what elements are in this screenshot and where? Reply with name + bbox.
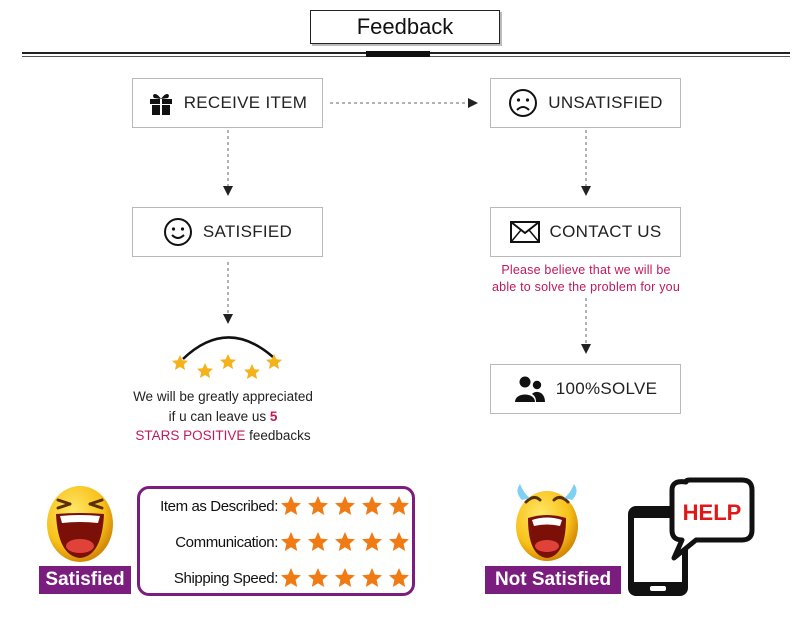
appreciation-feedbacks: feedbacks: [245, 428, 311, 443]
rating-stars: [280, 531, 410, 553]
star-icon: [335, 568, 355, 587]
star-icon: [308, 496, 328, 515]
unsatisfied-box: UNSATISFIED: [490, 78, 681, 128]
contact-note-line2: able to solve the problem for you: [492, 280, 680, 294]
envelope-icon: [509, 221, 540, 243]
rating-stars: [280, 495, 410, 517]
star-icon: [389, 532, 409, 551]
star-icon: [389, 568, 409, 587]
phone-help-icon: HELP: [628, 477, 755, 596]
appreciation-stars-positive: STARS POSITIVE: [135, 428, 246, 443]
rating-row-item-described: Item as Described:: [140, 493, 412, 521]
appreciation-line1: We will be greatly appreciated: [133, 389, 313, 404]
star-icon: [308, 568, 328, 587]
appreciation-five: 5: [269, 408, 278, 424]
contact-note-line1: Please believe that we will be: [501, 263, 671, 277]
header-divider-accent: [366, 51, 430, 57]
satisfied-box: SATISFIED: [132, 207, 323, 257]
gift-icon: [149, 93, 172, 115]
rating-row-shipping-speed: Shipping Speed:: [140, 565, 412, 593]
star-icon: [281, 496, 301, 515]
star-icon: [172, 355, 188, 370]
star-icon: [281, 568, 301, 587]
appreciation-line3: STARS POSITIVE feedbacks: [103, 426, 343, 446]
contact-us-label: CONTACT US: [549, 222, 662, 241]
star-icon: [335, 496, 355, 515]
rating-row-communication: Communication:: [140, 529, 412, 557]
crying-face-icon: [516, 484, 578, 561]
rating-label: Communication:: [175, 534, 278, 551]
star-icon: [362, 568, 382, 587]
rating-label: Item as Described:: [160, 498, 278, 515]
star-icon: [362, 532, 382, 551]
star-icon: [266, 354, 282, 369]
unsatisfied-label: UNSATISFIED: [548, 93, 663, 112]
solve-box: 100%SOLVE: [490, 364, 681, 414]
star-icon: [244, 364, 260, 379]
help-text: HELP: [683, 500, 742, 525]
rating-stars: [280, 567, 410, 589]
receive-item-box: RECEIVE ITEM: [132, 78, 323, 128]
star-arc: [172, 336, 282, 379]
star-icon: [197, 363, 213, 378]
not-satisfied-tag-label: Not Satisfied: [494, 569, 612, 590]
star-icon: [281, 532, 301, 551]
satisfied-tag: Satisfied: [39, 566, 131, 594]
laughing-face-icon: [47, 486, 113, 562]
rating-label: Shipping Speed:: [173, 570, 278, 587]
page-title-box: Feedback: [310, 10, 500, 44]
smile-face-icon: [163, 218, 192, 246]
satisfied-tag-label: Satisfied: [45, 569, 125, 590]
people-icon: [514, 376, 545, 402]
star-icon: [220, 354, 236, 369]
receive-item-label: RECEIVE ITEM: [183, 93, 308, 112]
contact-us-box: CONTACT US: [490, 207, 681, 257]
star-icon: [389, 496, 409, 515]
star-icon: [308, 532, 328, 551]
appreciation-text: We will be greatly appreciated if u can …: [103, 387, 343, 446]
appreciation-line2: if u can leave us 5: [103, 407, 343, 427]
not-satisfied-tag: Not Satisfied: [485, 566, 621, 594]
page-title: Feedback: [356, 14, 454, 39]
rating-card: Item as Described: Communication: Shippi…: [137, 486, 415, 596]
star-icon: [335, 532, 355, 551]
star-icon: [362, 496, 382, 515]
solve-label: 100%SOLVE: [555, 379, 658, 398]
contact-note: Please believe that we will be able to s…: [458, 262, 714, 296]
sad-face-icon: [509, 89, 538, 117]
satisfied-label: SATISFIED: [202, 222, 293, 241]
appreciation-line2-text: if u can leave us: [168, 408, 270, 424]
